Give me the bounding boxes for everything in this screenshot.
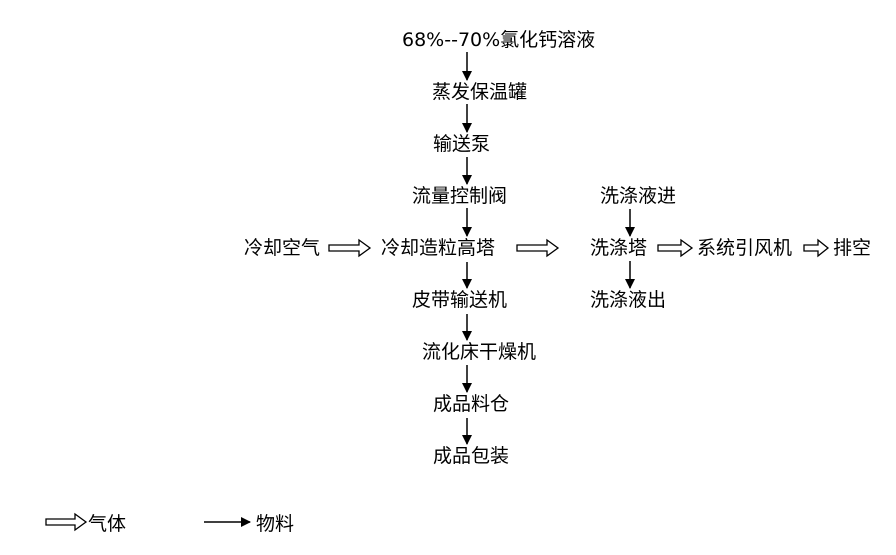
washing-tower: 洗涤塔 <box>590 237 648 259</box>
induced-draft-fan: 系统引风机 <box>697 237 793 259</box>
step-transfer-pump: 输送泵 <box>433 133 491 155</box>
legend-gas: 气体 <box>88 513 127 535</box>
step-prilling-tower: 冷却造粒高塔 <box>381 237 496 259</box>
cooling-air: 冷却空气 <box>244 237 321 259</box>
gas-arrows <box>45 238 830 532</box>
legend-material: 物料 <box>256 513 295 535</box>
step-product-packaging: 成品包装 <box>433 445 510 467</box>
washing-liquid-out: 洗涤液出 <box>590 289 667 311</box>
step-product-silo: 成品料仓 <box>433 393 510 415</box>
step-fluid-bed-dryer: 流化床干燥机 <box>422 341 537 363</box>
step-evaporation-tank: 蒸发保温罐 <box>432 81 528 103</box>
step-belt-conveyor: 皮带输送机 <box>412 289 508 311</box>
exhaust: 排空 <box>833 237 872 259</box>
material-arrows <box>204 52 635 527</box>
washing-liquid-in: 洗涤液进 <box>600 185 677 207</box>
step-calcium-chloride-solution: 68%--70%氯化钙溶液 <box>402 29 596 51</box>
step-flow-control-valve: 流量控制阀 <box>412 185 508 207</box>
